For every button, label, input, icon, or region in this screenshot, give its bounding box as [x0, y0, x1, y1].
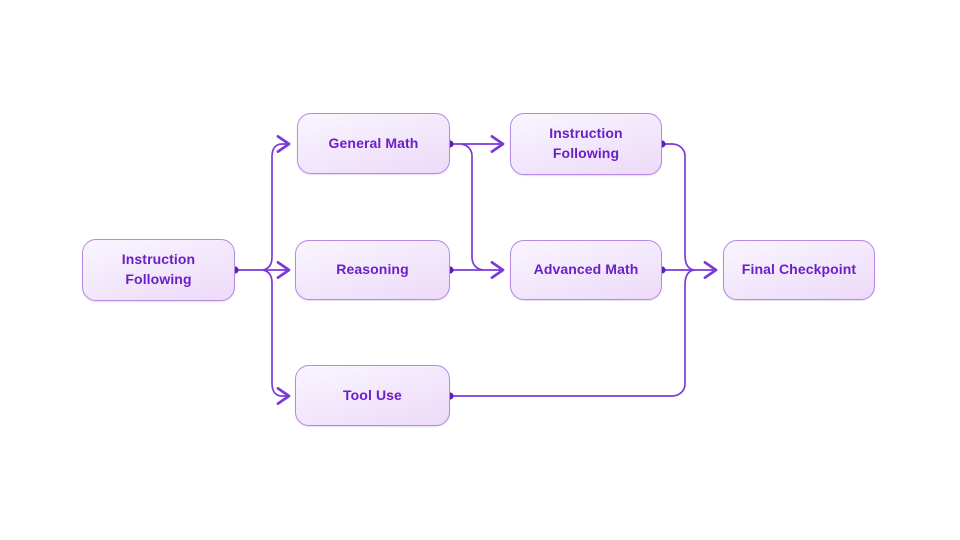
edge-general-math-to-advanced-math — [460, 143, 484, 271]
node-tool-use: Tool Use — [295, 365, 450, 426]
node-label: Advanced Math — [533, 261, 639, 278]
node-label: General Math — [328, 134, 419, 151]
node-final-checkpoint: Final Checkpoint — [723, 240, 875, 300]
node-label: Tool Use — [343, 386, 402, 403]
node-label: Final Checkpoint — [741, 261, 857, 278]
node-instruction-following-source: Instruction Following — [82, 239, 235, 301]
node-label: Reasoning — [336, 261, 409, 278]
node-label: Instruction Following — [121, 251, 196, 287]
edge-source-to-general-math — [262, 134, 291, 271]
node-instruction-following-mid: Instruction Following — [510, 113, 662, 175]
edge-tool-use-to-final — [449, 269, 695, 397]
edge-if-mid-to-final — [661, 143, 695, 271]
edge-source-to-tool-use — [262, 269, 291, 406]
node-reasoning: Reasoning — [295, 240, 450, 300]
node-label: Instruction Following — [549, 125, 623, 161]
node-advanced-math: Advanced Math — [510, 240, 662, 300]
node-general-math: General Math — [297, 113, 450, 174]
